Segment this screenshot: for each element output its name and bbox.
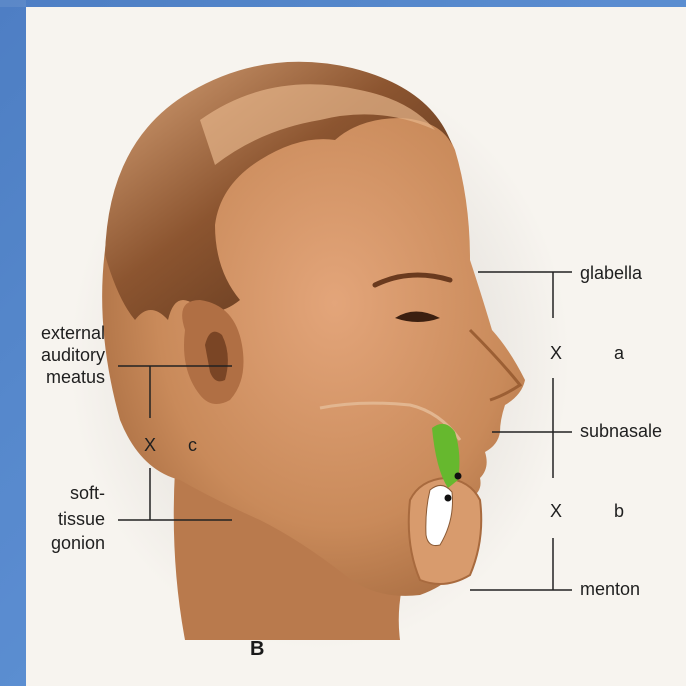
label-a: a <box>614 342 624 364</box>
incisal-point-lower <box>445 495 452 502</box>
figure-label: B <box>250 638 264 661</box>
label-x-a: X <box>550 342 562 364</box>
label-x-b: X <box>550 500 562 522</box>
label-subnasale: subnasale <box>580 420 662 442</box>
label-external: external <box>30 322 105 344</box>
label-meatus: meatus <box>20 366 105 388</box>
incisal-point-upper <box>455 473 462 480</box>
label-b: b <box>614 500 624 522</box>
label-glabella: glabella <box>580 262 642 284</box>
label-soft: soft- <box>30 482 105 504</box>
label-gonion: gonion <box>30 532 105 554</box>
label-auditory: auditory <box>20 344 105 366</box>
label-tissue: tissue <box>30 508 105 530</box>
label-menton: menton <box>580 578 640 600</box>
label-x-c: X <box>144 434 156 456</box>
label-c: c <box>188 434 197 456</box>
